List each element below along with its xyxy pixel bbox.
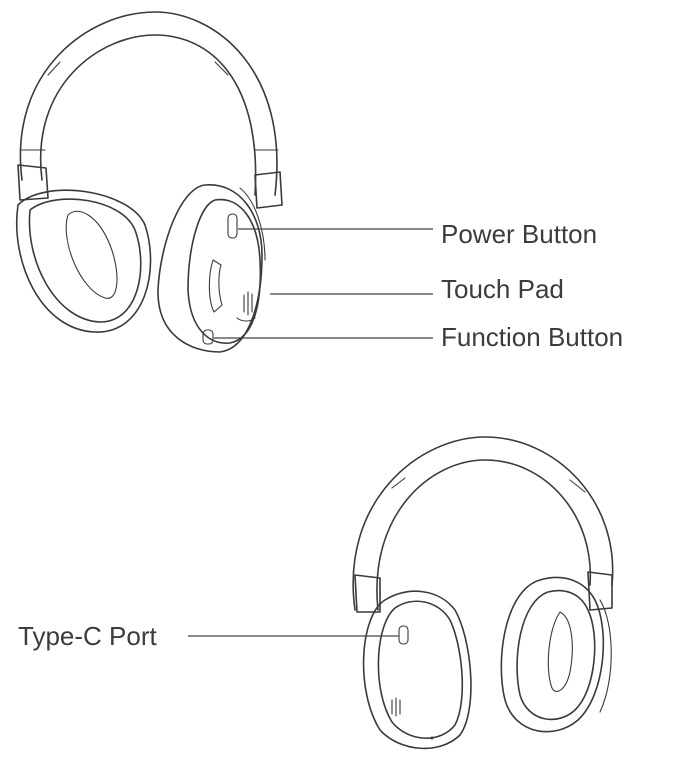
- power-button-icon: [227, 213, 238, 239]
- function-button-icon: [202, 329, 214, 345]
- power-button-label: Power Button: [441, 219, 597, 249]
- headphones-front-view: [16, 11, 283, 353]
- function-button-label: Function Button: [441, 322, 623, 352]
- logo-back-icon: [391, 697, 401, 717]
- type-c-port-icon: [398, 625, 409, 645]
- headphones-back-view: [352, 436, 614, 750]
- touch-pad-label: Touch Pad: [441, 274, 564, 304]
- touch-pad-icon: [208, 259, 223, 313]
- logo-icon: [236, 291, 256, 322]
- type-c-port-label: Type-C Port: [18, 621, 157, 651]
